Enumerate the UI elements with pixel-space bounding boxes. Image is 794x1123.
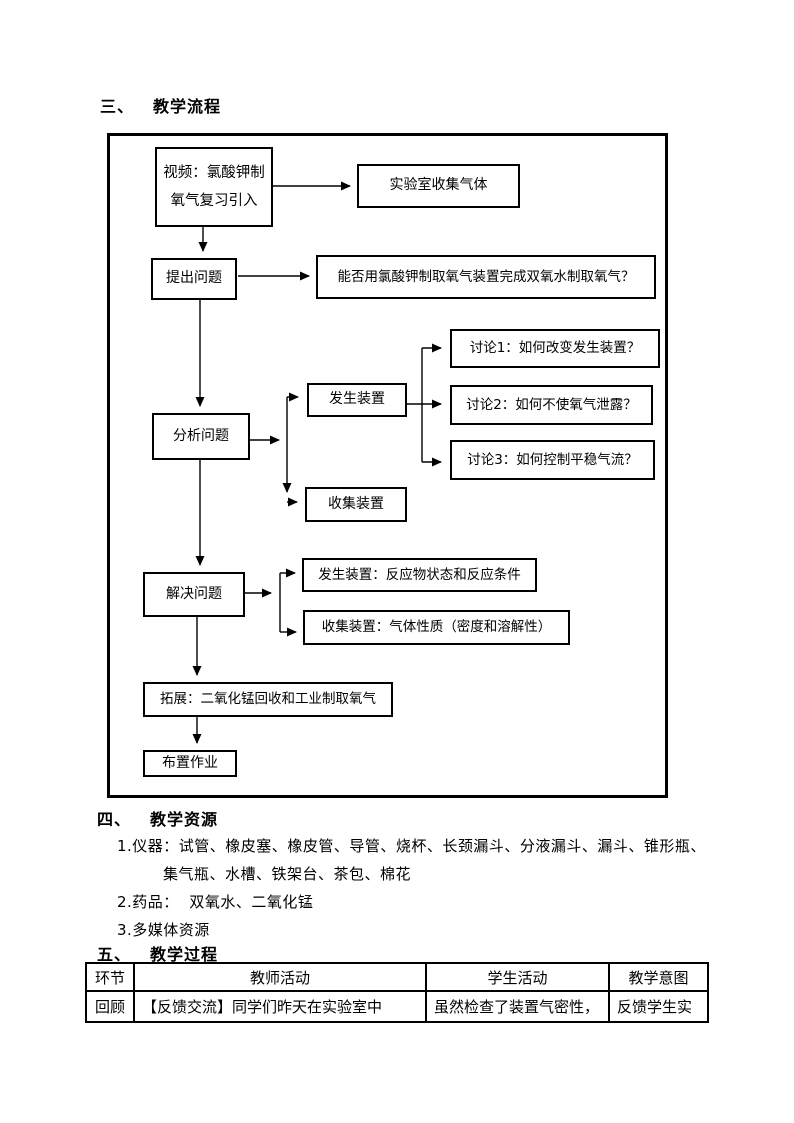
section-title: 教学资源	[150, 810, 219, 829]
flow-node-discussion3: 讨论3：如何控制平稳气流？	[450, 440, 655, 480]
flow-node-raise-question: 提出问题	[151, 258, 237, 300]
col-header-student-activity: 学生活动	[425, 962, 610, 992]
flowchart-frame	[107, 133, 668, 798]
flow-node-collector: 收集装置	[305, 487, 407, 522]
table-header-row: 环节 教师活动 学生活动 教学意图	[85, 962, 709, 992]
col-header-teacher-activity: 教师活动	[133, 962, 427, 992]
flow-node-solve: 解决问题	[143, 572, 245, 617]
cell-student-activity: 虽然检查了装置气密性，	[425, 990, 610, 1023]
section-title: 教学过程	[150, 945, 219, 964]
flow-node-lab-collect: 实验室收集气体	[357, 164, 520, 208]
resource-item-chemicals: 2.药品： 双氧水、二氧化锰	[117, 893, 314, 911]
cell-stage: 回顾	[85, 990, 135, 1023]
flow-node-generator-detail: 发生装置：反应物状态和反应条件	[302, 558, 537, 592]
section-title: 教学流程	[153, 97, 222, 116]
col-header-stage: 环节	[85, 962, 135, 992]
flow-node-collector-detail: 收集装置：气体性质（密度和溶解性）	[303, 610, 570, 645]
resource-item-instruments-line1: 1.仪器：试管、橡皮塞、橡皮管、导管、烧杯、长颈漏斗、分液漏斗、漏斗、锥形瓶、	[117, 837, 706, 855]
flow-node-discussion2: 讨论2：如何不使氧气泄露？	[450, 385, 653, 425]
flow-node-analyze: 分析问题	[152, 413, 250, 460]
flow-node-generator: 发生装置	[307, 383, 407, 417]
cell-teaching-intent: 反馈学生实	[608, 990, 709, 1023]
section-number: 三、	[100, 97, 135, 116]
flow-node-extension: 拓展：二氧化锰回收和工业制取氧气	[143, 682, 393, 717]
flow-node-video-line1: 视频：氯酸钾制	[163, 165, 265, 182]
resource-item-instruments-line2: 集气瓶、水槽、铁架台、茶包、棉花	[163, 865, 412, 883]
flow-node-discussion1: 讨论1：如何改变发生装置？	[450, 329, 660, 368]
flow-node-key-question: 能否用氯酸钾制取氧气装置完成双氧水制取氧气？	[316, 255, 656, 299]
section-heading-teaching-resources: 四、 教学资源	[97, 806, 218, 830]
resource-item-multimedia: 3.多媒体资源	[117, 921, 210, 939]
col-header-teaching-intent: 教学意图	[608, 962, 709, 992]
flow-node-video-intro: 视频：氯酸钾制 氧气复习引入	[155, 147, 273, 227]
cell-teacher-activity: 【反馈交流】同学们昨天在实验室中	[133, 990, 427, 1023]
section-number: 四、	[97, 810, 132, 829]
section-heading-teaching-process: 五、 教学过程	[97, 941, 218, 965]
process-table: 环节 教师活动 学生活动 教学意图 回顾 【反馈交流】同学们昨天在实验室中 虽然…	[85, 962, 709, 1023]
table-row: 回顾 【反馈交流】同学们昨天在实验室中 虽然检查了装置气密性， 反馈学生实	[85, 990, 709, 1023]
section-heading-teaching-flow: 三、 教学流程	[100, 93, 221, 117]
flow-node-video-line2: 氧气复习引入	[170, 192, 258, 209]
section-number: 五、	[97, 945, 132, 964]
flow-node-homework: 布置作业	[143, 750, 237, 777]
